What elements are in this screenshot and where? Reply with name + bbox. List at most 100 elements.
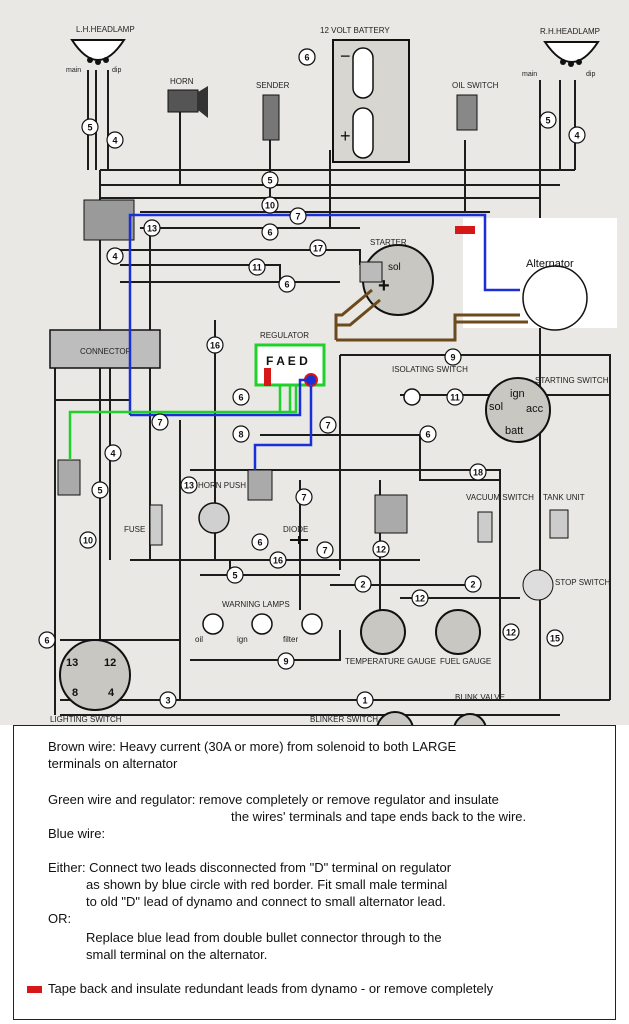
wire-number-text: 3: [165, 696, 170, 706]
wire-number-6: 6: [251, 533, 269, 551]
stop-switch-label: STOP SWITCH: [555, 578, 610, 587]
lighting-switch-terminal-12: 12: [104, 657, 116, 669]
wire-number-6: 6: [278, 275, 296, 293]
wire-number-7: 7: [316, 541, 334, 559]
battery: − +: [332, 39, 410, 163]
note-brown-1: Brown wire: Heavy current (30A or more) …: [48, 739, 457, 754]
wire-number-11: 11: [446, 388, 464, 406]
lighting-switch: [59, 639, 131, 711]
wire-number-text: 7: [301, 493, 306, 503]
wire-number-13: 13: [180, 476, 198, 494]
note-replace-2: small terminal on the alternator.: [86, 947, 268, 962]
note-green-2: the wires' terminals and tape ends back …: [231, 809, 527, 824]
wire-number-13: 13: [143, 219, 161, 237]
lh-headlamp: [70, 39, 126, 65]
wire-number-5: 5: [261, 171, 279, 189]
wire-number-5: 5: [91, 481, 109, 499]
wire-number-text: 6: [238, 393, 243, 403]
wire-number-3: 3: [159, 691, 177, 709]
wire-number-text: 11: [450, 393, 460, 403]
diode: [290, 536, 308, 544]
wire-number-text: 2: [470, 580, 475, 590]
wire-number-4: 4: [568, 126, 586, 144]
batt-terminal-label: batt: [505, 425, 523, 437]
note-blue: Blue wire:: [48, 826, 106, 841]
note-either-1: Either: Connect two leads disconnected f…: [48, 860, 452, 875]
sender-label: SENDER: [256, 81, 290, 90]
wire-number-12: 12: [502, 623, 520, 641]
ign-lamp-label: ign: [237, 635, 248, 644]
blue-wire-top: [128, 213, 520, 415]
vacuum-switch: [477, 511, 493, 543]
green-wire: [68, 385, 298, 460]
svg-text:+: +: [378, 275, 390, 297]
wire-number-text: 18: [473, 468, 483, 478]
wire-number-text: 2: [360, 580, 365, 590]
wire-number-text: 5: [267, 176, 272, 186]
wiring-diagram: L.H.HEADLAMP main dip R.H.HEADLAMP main …: [0, 0, 629, 725]
wire-number-text: 10: [83, 536, 93, 546]
wire-number-6: 6: [38, 631, 56, 649]
double-bullet-connector: [247, 469, 273, 501]
wire-number-10: 10: [261, 196, 279, 214]
blinker-switch: [376, 711, 414, 725]
wire-number-text: 6: [425, 430, 430, 440]
fuel-gauge-label: FUEL GAUGE: [440, 657, 491, 666]
wire-number-text: 7: [322, 546, 327, 556]
oil-lamp-label: oil: [195, 635, 203, 644]
connector-block: [49, 329, 161, 369]
lh-headlamp-label: L.H.HEADLAMP: [76, 25, 135, 34]
horn: [167, 86, 208, 118]
wire-number-markers: 2254545107613174116169116787645101376181…: [38, 48, 586, 709]
wire-number-12: 12: [411, 589, 429, 607]
wire-number-text: 12: [376, 545, 386, 555]
warning-lamps-label: WARNING LAMPS: [222, 600, 290, 609]
wire-number-6: 6: [232, 388, 250, 406]
wire-number-2: 2: [464, 575, 482, 593]
tank-unit: [549, 509, 569, 539]
wire-number-text: 5: [545, 116, 550, 126]
rh-dip-label: dip: [586, 71, 595, 78]
wire-number-4: 4: [104, 444, 122, 462]
horn-label: HORN: [170, 77, 194, 86]
wiring-diagram-svg: L.H.HEADLAMP main dip R.H.HEADLAMP main …: [38, 25, 617, 725]
wire-number-7: 7: [319, 416, 337, 434]
sol-terminal-label: sol: [489, 401, 503, 413]
connector-label: CONNECTOR: [80, 347, 132, 356]
wire-number-text: 8: [238, 430, 243, 440]
fuse-label: FUSE: [124, 525, 145, 534]
wire-number-11: 11: [248, 258, 266, 276]
wire-number-18: 18: [469, 463, 487, 481]
wire-number-text: 13: [184, 481, 194, 491]
warning-lamps: [202, 613, 323, 635]
junction-block: [83, 199, 135, 241]
fuel-gauge: [435, 609, 481, 655]
filter-lamp-label: filter: [283, 635, 298, 644]
wire-number-4: 4: [106, 247, 124, 265]
wire-number-text: 5: [232, 571, 237, 581]
note-or: OR:: [48, 911, 72, 926]
alternator-label: Alternator: [526, 258, 574, 270]
rh-headlamp: [543, 41, 600, 67]
horn-push: [198, 502, 230, 534]
faed-label: F A E D: [266, 354, 308, 368]
wire-number-10: 10: [79, 531, 97, 549]
note-either-2: as shown by blue circle with red border.…: [86, 877, 448, 892]
wire-number-15: 15: [546, 629, 564, 647]
wire-number-text: 4: [574, 131, 579, 141]
note-either-3: to old "D" lead of dynamo and connect to…: [86, 894, 446, 909]
red-tape-marker: [455, 226, 475, 234]
wire-number-5: 5: [81, 118, 99, 136]
lighting-switch-terminal-13: 13: [66, 657, 78, 669]
wire-number-16: 16: [269, 551, 287, 569]
note-green-1: Green wire and regulator: remove complet…: [48, 792, 499, 807]
wire-number-text: 16: [210, 341, 220, 351]
starter-solenoid: [359, 244, 434, 316]
wire-number-text: 6: [267, 228, 272, 238]
wire-number-text: 10: [265, 201, 275, 211]
wire-number-text: 12: [415, 594, 425, 604]
wire-number-8: 8: [232, 425, 250, 443]
wire-number-9: 9: [444, 348, 462, 366]
wire-number-text: 9: [450, 353, 455, 363]
note-brown-2: terminals on alternator: [48, 756, 178, 771]
